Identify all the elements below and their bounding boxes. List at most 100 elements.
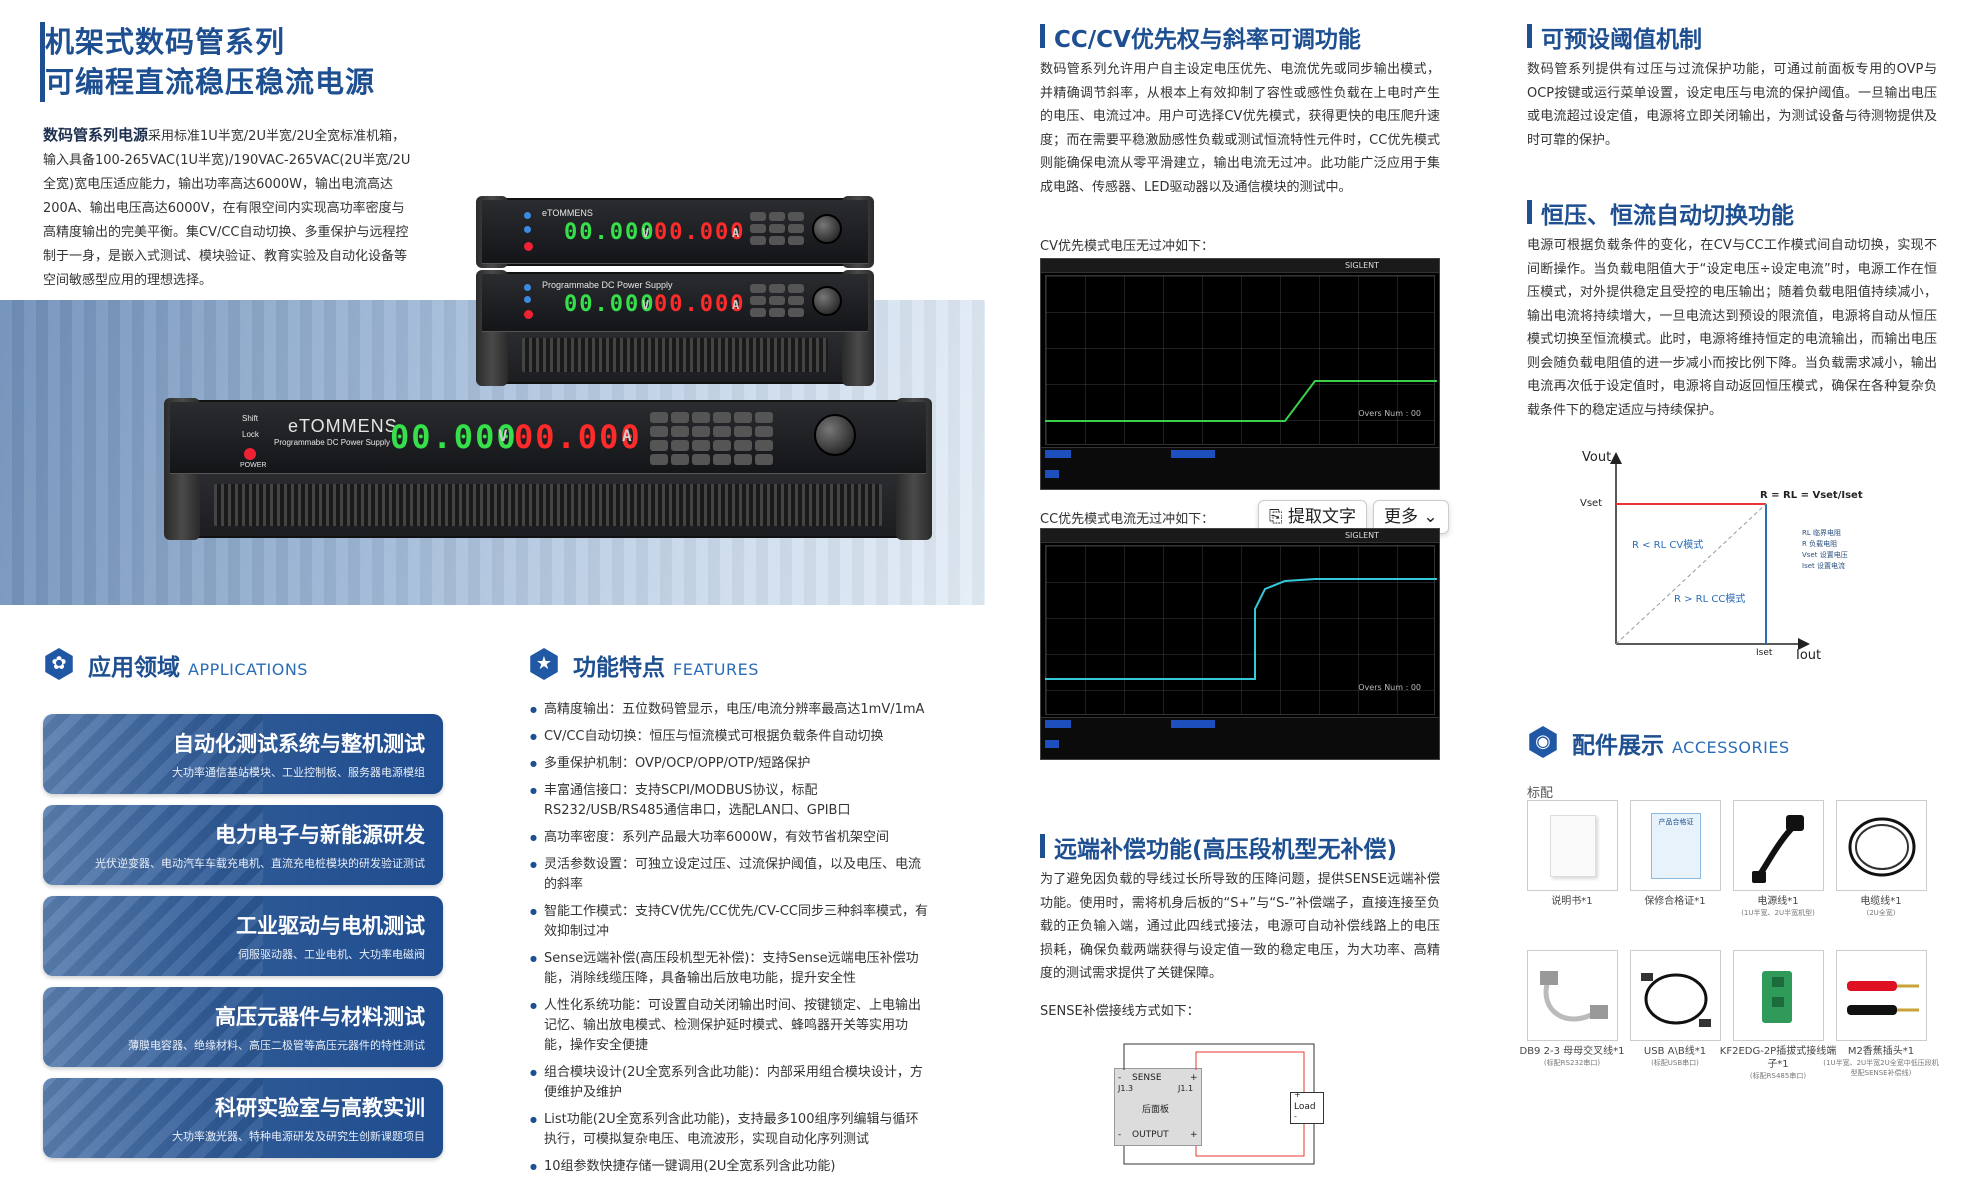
page-title-line2: 可编程直流稳压稳流电源 <box>45 65 376 99</box>
accessories-group-label: 标配 <box>1527 786 1554 801</box>
graph-iset: Iset <box>1756 648 1773 658</box>
scope-brand: SIGLENT <box>1344 261 1379 270</box>
diagram-output-label: OUTPUT <box>1132 1130 1169 1140</box>
power-button[interactable] <box>524 242 533 251</box>
feature-item: 灵活参数设置：可独立设定过压、过流保护阈值，以及电压、电流的斜率 <box>530 855 930 895</box>
application-card: 高压元器件与材料测试 薄膜电容器、绝缘材料、高压二极管等高压元器件的特性测试 <box>43 987 443 1067</box>
feature-item: Sense远端补偿(高压段机型无补偿)：支持Sense远端电压补偿功能，消除线缆… <box>530 949 930 989</box>
accessory-power-cord <box>1733 800 1824 891</box>
oscilloscope-screenshot-cc: SIGLENT Overs Num : 00 <box>1040 528 1440 760</box>
application-card: 自动化测试系统与整机测试 大功率通信基站模块、工业控制板、服务器电源模组 <box>43 714 443 794</box>
adjust-knob[interactable] <box>814 414 856 456</box>
chevron-down-icon: ⌄ <box>1418 507 1438 527</box>
accessory-cable <box>1836 800 1927 891</box>
keypad[interactable] <box>750 284 804 317</box>
diagram-sense-label: SENSE <box>1132 1073 1162 1083</box>
diagram-panel-label: 后面板 <box>1142 1105 1170 1115</box>
current-unit: A <box>732 298 742 312</box>
feature-item: 高精度输出：五位数码管显示，电压/电流分辨率最高达1mV/1mA <box>530 700 930 720</box>
model-label: Programmabe DC Power Supply <box>542 280 673 290</box>
features-list: 高精度输出：五位数码管显示，电压/电流分辨率最高达1mV/1mA CV/CC自动… <box>530 700 930 1177</box>
application-card-title: 高压元器件与材料测试 <box>215 1005 425 1029</box>
voltage-display: 00.000 <box>564 292 656 317</box>
application-card-title: 科研实验室与高教实训 <box>215 1096 425 1120</box>
graph-legend: RL 临界电阻 R 负载电阻 Vset 设置电压 Iset 设置电流 <box>1802 529 1848 570</box>
accessory-warranty-card: 产品合格证 <box>1630 800 1721 891</box>
intro-body: 采用标准1U半宽/2U半宽/2U全宽标准机箱，输入具备100-265VAC(1U… <box>43 129 411 288</box>
accessory-terminal-block <box>1733 950 1824 1041</box>
sense-body: 为了避免因负载的导线过长所导致的压降问题，提供SENSE远端补偿功能。使用时，需… <box>1040 872 1440 981</box>
terminal-block-icon <box>1762 971 1792 1023</box>
application-card: 工业驱动与电机测试 伺服驱动器、工业电机、大功率电磁阀 <box>43 896 443 976</box>
accessory-usb-cable <box>1630 950 1721 1041</box>
lock-label: Lock <box>242 430 259 439</box>
scope-brand: SIGLENT <box>1344 531 1379 540</box>
current-display: 00.000 <box>654 292 746 317</box>
cert-title: 产品合格证 <box>1658 818 1694 826</box>
diagram-wires <box>1123 1043 1315 1165</box>
current-display: 00.000 <box>654 220 746 245</box>
power-button[interactable] <box>524 310 533 319</box>
voltage-display: 00.000 <box>390 418 518 456</box>
accessory-caption: 说明书*1 <box>1551 896 1593 907</box>
brand-label: eTOMMENS <box>542 208 593 218</box>
application-card-subtitle: 薄膜电容器、绝缘材料、高压二极管等高压元器件的特性测试 <box>128 1039 425 1052</box>
diagram-load-label: Load <box>1294 1102 1316 1112</box>
feature-item: 高功率密度：系列产品最大功率6000W，有效节省机架空间 <box>530 828 930 848</box>
intro-paragraph: 数码管系列电源采用标准1U半宽/2U半宽/2U全宽标准机箱，输入具备100-26… <box>43 123 413 293</box>
title-accent-bar <box>40 22 45 102</box>
product-unit-2u-full: Shift Lock POWER eTOMMENS Programmabe DC… <box>164 398 932 540</box>
banana-plug-icon <box>1847 981 1919 1015</box>
diagram-plus: + <box>1294 1090 1301 1099</box>
application-card-subtitle: 大功率通信基站模块、工业控制板、服务器电源模组 <box>172 766 425 779</box>
accessory-caption: 电源线*1(1U半宽、2U半宽机型) <box>1741 896 1815 917</box>
product-unit-2u-half: Programmabe DC Power Supply 00.000 V 00.… <box>476 270 874 386</box>
rear-panel-block <box>1114 1068 1202 1146</box>
current-unit: A <box>622 426 634 445</box>
scope-note: Overs Num : 00 <box>1358 683 1421 692</box>
page-title-line1: 机架式数码管系列 <box>45 25 286 59</box>
cc-waveform <box>1045 578 1437 680</box>
voltage-unit: V <box>642 226 652 240</box>
model-label: Programmabe DC Power Supply <box>274 438 391 447</box>
diagram-plus: + <box>1190 1130 1198 1140</box>
keypad[interactable] <box>650 412 773 465</box>
led-indicator <box>524 226 531 233</box>
application-card-title: 自动化测试系统与整机测试 <box>173 732 425 756</box>
feature-item: 人性化系统功能：可设置自动关闭输出时间、按键锁定、上电输出记忆、输出放电模式、检… <box>530 996 930 1056</box>
adjust-knob[interactable] <box>812 214 842 244</box>
accessory-db9-cable <box>1527 950 1618 1041</box>
graph-cc-region: R > RL CC模式 <box>1674 594 1746 605</box>
vent-grille <box>214 484 882 526</box>
applications-icon: ✿ <box>45 648 73 680</box>
application-card: 电力电子与新能源研发 光伏逆变器、电动汽车车载充电机、直流充电桩模块的研发验证测… <box>43 805 443 885</box>
diagram-minus: - <box>1294 1112 1297 1121</box>
accessory-manual <box>1527 800 1618 891</box>
diagram-j13: J1.3 <box>1118 1084 1134 1093</box>
sense-title: 远端补偿功能(高压段机型无补偿) <box>1040 830 1397 864</box>
cv-waveform <box>1045 380 1437 422</box>
cable-coil-icon <box>1848 817 1916 877</box>
feature-item: 丰富通信接口：支持SCPI/MODBUS协议，标配RS232/USB/RS485… <box>530 781 930 821</box>
accessory-caption: M2香蕉插头*1(1U半宽、2U半宽2U全宽中低压段机型配SENSE补偿线) <box>1823 1046 1939 1077</box>
accessory-caption: 保修合格证*1 <box>1644 896 1706 907</box>
threshold-body: 数码管系列提供有过压与过流保护功能，可通过前面板专用的OVP与OCP按键或运行菜… <box>1527 62 1937 148</box>
voltage-unit: V <box>498 426 510 445</box>
application-card-subtitle: 伺服驱动器、工业电机、大功率电磁阀 <box>238 948 425 961</box>
diagram-minus: - <box>1118 1073 1122 1083</box>
voltage-display: 00.000 <box>564 220 656 245</box>
load-block <box>1290 1092 1324 1124</box>
led-indicator <box>524 296 531 303</box>
oscilloscope-screenshot-cv: SIGLENT Overs Num : 00 <box>1040 258 1440 490</box>
shift-label: Shift <box>242 414 259 423</box>
features-star-icon: ★ <box>530 648 558 680</box>
power-button[interactable] <box>244 448 256 460</box>
feature-item: 多重保护机制：OVP/OCP/OPP/OTP/短路保护 <box>530 754 930 774</box>
adjust-knob[interactable] <box>812 286 842 316</box>
power-label: POWER <box>240 462 267 469</box>
keypad[interactable] <box>750 212 804 245</box>
cc-caption: CC优先模式电流无过冲如下： <box>1040 512 1215 527</box>
graph-x-label: Iout <box>1796 648 1822 663</box>
graph-lines <box>1610 452 1810 650</box>
